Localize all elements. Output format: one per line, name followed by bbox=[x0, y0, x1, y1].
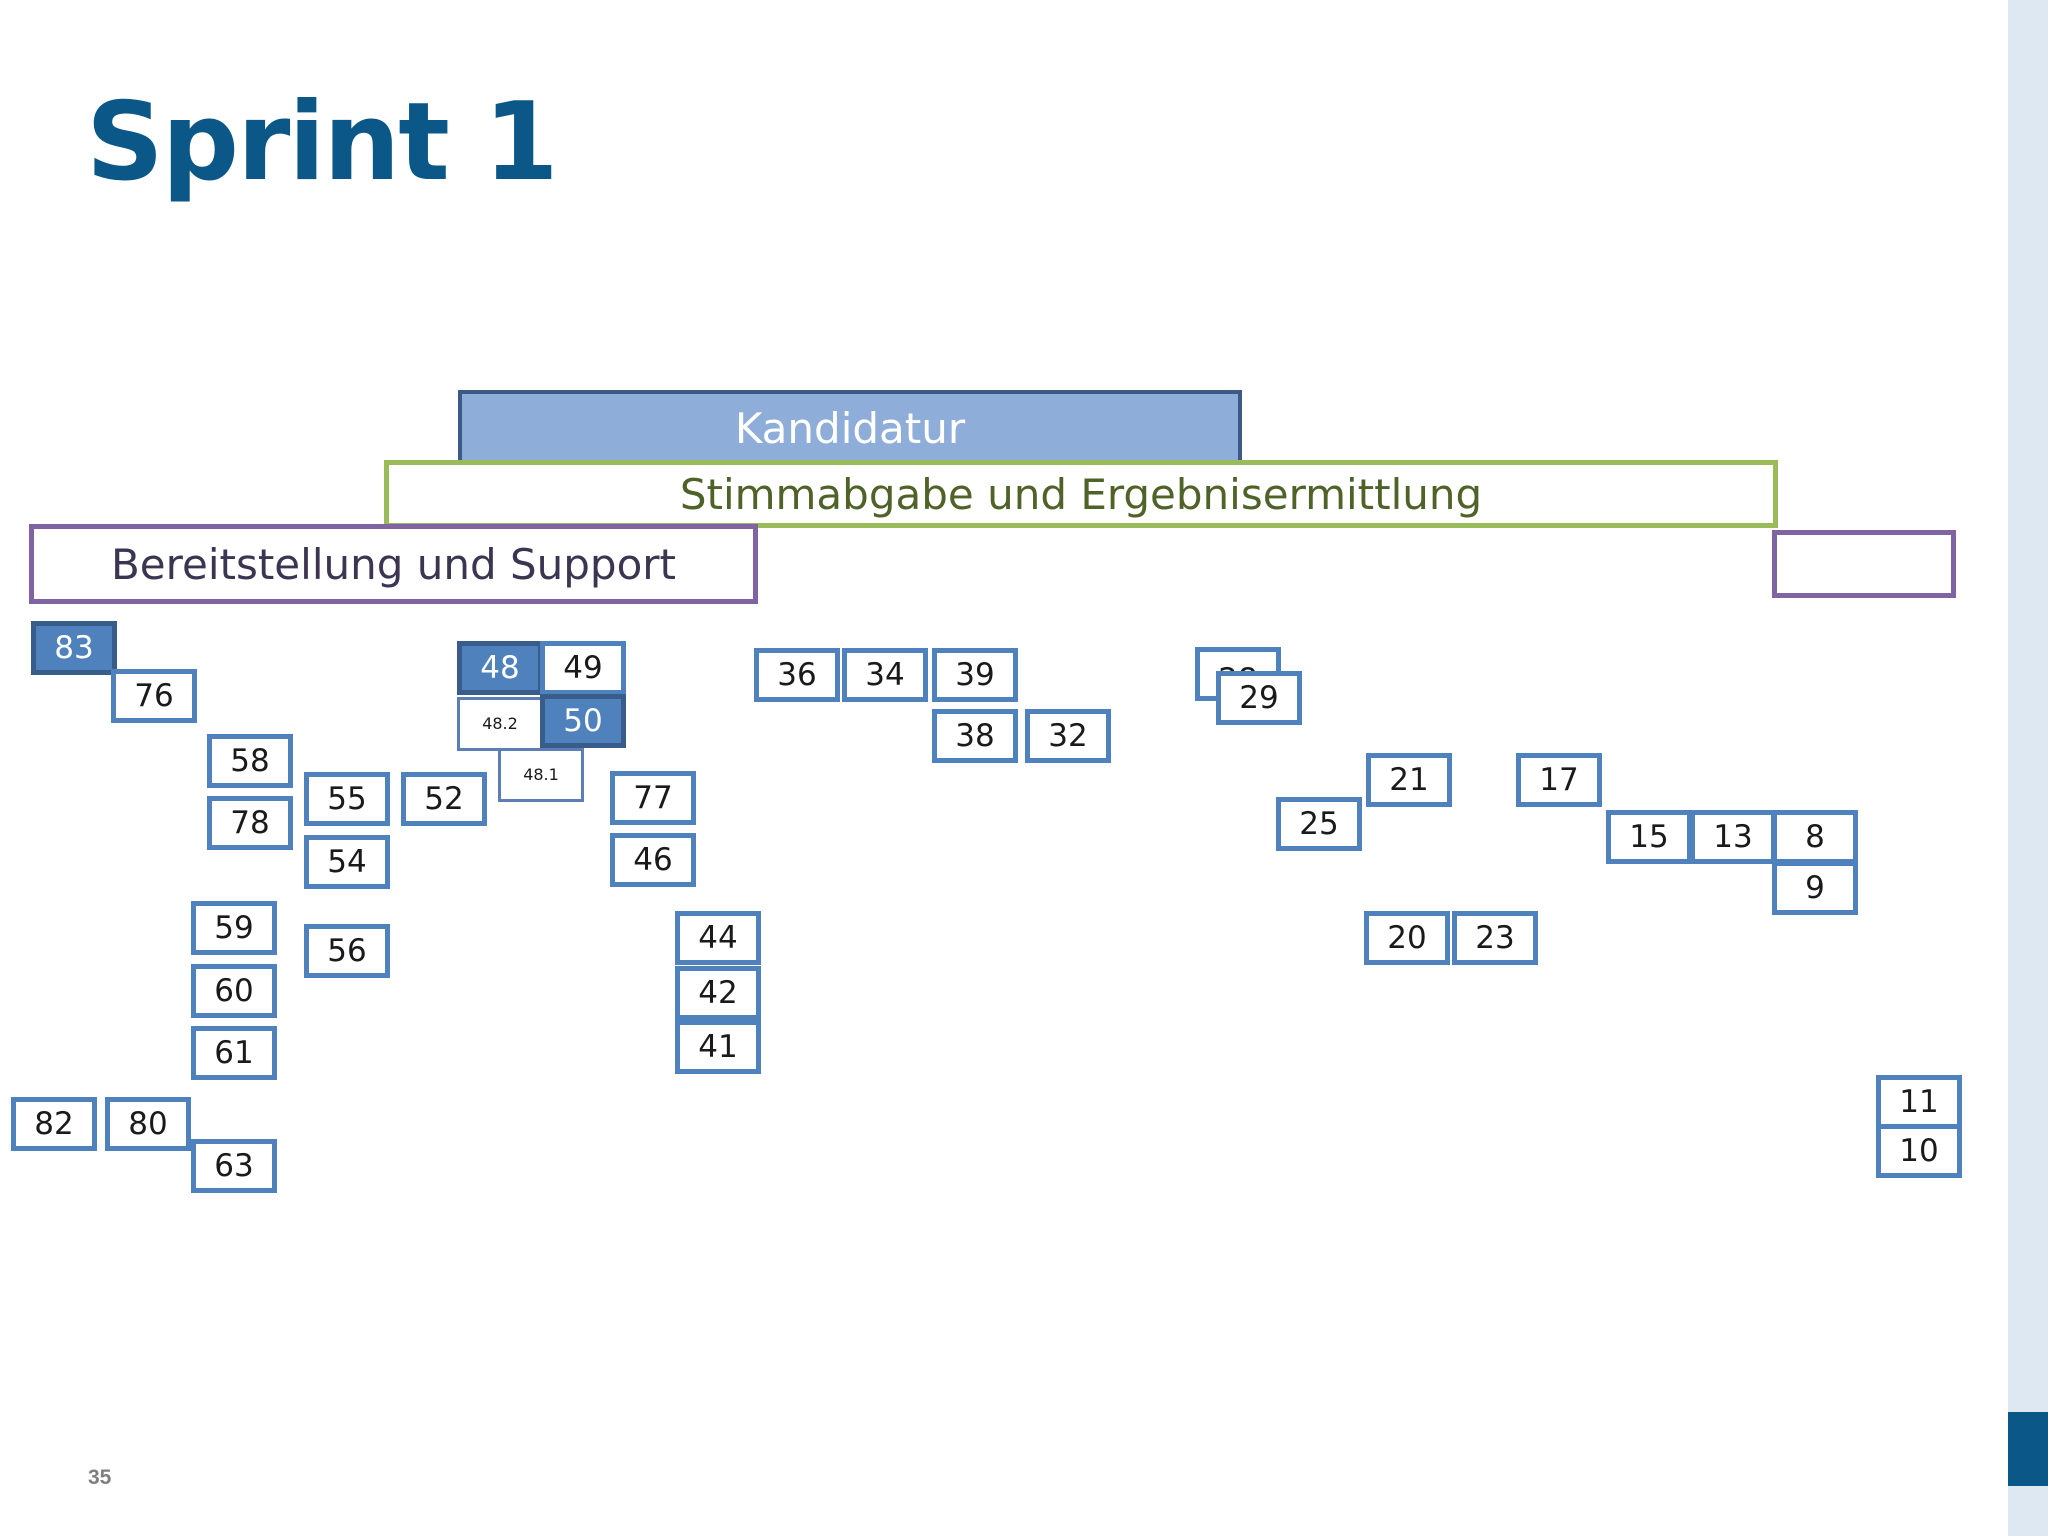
story-card-60[interactable]: 60 bbox=[191, 964, 277, 1018]
story-card-76[interactable]: 76 bbox=[111, 669, 197, 723]
story-card-61[interactable]: 61 bbox=[191, 1026, 277, 1080]
story-card-83[interactable]: 83 bbox=[31, 621, 117, 675]
story-card-44[interactable]: 44 bbox=[675, 911, 761, 965]
story-card-8[interactable]: 8 bbox=[1772, 810, 1858, 864]
story-card-10[interactable]: 10 bbox=[1876, 1124, 1962, 1178]
story-card-48-2[interactable]: 48.2 bbox=[457, 697, 543, 751]
story-card-9[interactable]: 9 bbox=[1772, 861, 1858, 915]
story-card-29[interactable]: 29 bbox=[1216, 671, 1302, 725]
story-card-56[interactable]: 56 bbox=[304, 924, 390, 978]
story-card-48-1[interactable]: 48.1 bbox=[498, 748, 584, 802]
story-card-36[interactable]: 36 bbox=[754, 648, 840, 702]
story-card-38[interactable]: 38 bbox=[932, 709, 1018, 763]
story-card-39[interactable]: 39 bbox=[932, 648, 1018, 702]
story-card-13[interactable]: 13 bbox=[1690, 810, 1776, 864]
epic-bar-stimmabgabe: Stimmabgabe und Ergebnisermittlung bbox=[384, 460, 1778, 528]
story-card-34[interactable]: 34 bbox=[842, 648, 928, 702]
page-number: 35 bbox=[88, 1466, 112, 1489]
epic-bar-purple-right bbox=[1772, 530, 1956, 598]
story-card-80[interactable]: 80 bbox=[105, 1097, 191, 1151]
story-card-82[interactable]: 82 bbox=[11, 1097, 97, 1151]
story-card-48[interactable]: 48 bbox=[457, 641, 543, 695]
story-card-77[interactable]: 77 bbox=[610, 771, 696, 825]
sidebar-accent bbox=[2008, 1412, 2048, 1486]
story-card-52[interactable]: 52 bbox=[401, 772, 487, 826]
epic-bar-kandidatur: Kandidatur bbox=[458, 390, 1242, 462]
story-card-41[interactable]: 41 bbox=[675, 1020, 761, 1074]
story-card-59[interactable]: 59 bbox=[191, 901, 277, 955]
epic-label-stimmabgabe: Stimmabgabe und Ergebnisermittlung bbox=[679, 469, 1483, 519]
story-card-32[interactable]: 32 bbox=[1025, 709, 1111, 763]
story-card-50[interactable]: 50 bbox=[540, 694, 626, 748]
story-card-58[interactable]: 58 bbox=[207, 734, 293, 788]
story-card-23[interactable]: 23 bbox=[1452, 911, 1538, 965]
story-card-21[interactable]: 21 bbox=[1366, 753, 1452, 807]
epic-bar-bereitstellung: Bereitstellung und Support bbox=[29, 524, 758, 604]
story-card-11[interactable]: 11 bbox=[1876, 1075, 1962, 1129]
story-card-49[interactable]: 49 bbox=[540, 641, 626, 695]
story-card-78[interactable]: 78 bbox=[207, 796, 293, 850]
story-card-55[interactable]: 55 bbox=[304, 772, 390, 826]
story-card-17[interactable]: 17 bbox=[1516, 753, 1602, 807]
story-card-20[interactable]: 20 bbox=[1364, 911, 1450, 965]
epic-label-kandidatur: Kandidatur bbox=[734, 403, 966, 453]
story-card-42[interactable]: 42 bbox=[675, 966, 761, 1020]
story-card-46[interactable]: 46 bbox=[610, 833, 696, 887]
sidebar-strip bbox=[2008, 0, 2048, 1536]
story-card-54[interactable]: 54 bbox=[304, 835, 390, 889]
slide-title: Sprint 1 bbox=[86, 80, 559, 205]
story-card-15[interactable]: 15 bbox=[1606, 810, 1692, 864]
epic-label-bereitstellung: Bereitstellung und Support bbox=[110, 539, 677, 589]
story-card-25[interactable]: 25 bbox=[1276, 797, 1362, 851]
story-card-63[interactable]: 63 bbox=[191, 1139, 277, 1193]
